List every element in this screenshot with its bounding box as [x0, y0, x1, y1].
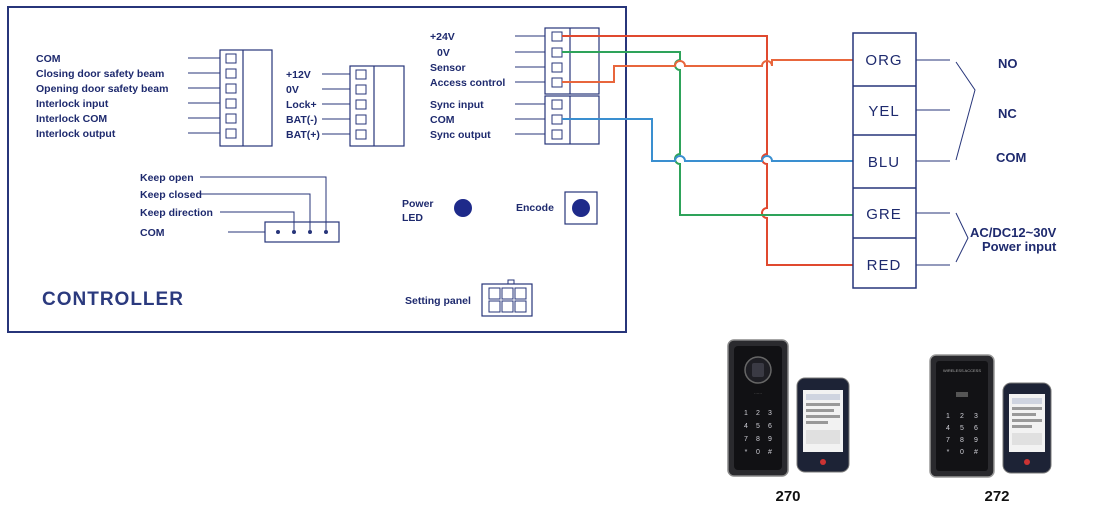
- svg-text:7: 7: [744, 436, 748, 443]
- product-272-receiver: [1002, 382, 1052, 474]
- mode-label: Keep direction: [140, 207, 213, 219]
- product-272-keypad: WIRELESS ACCESS 1 2 3 4 5 6 7 8 9 * 0 #: [929, 354, 995, 478]
- mode-switch-block: [200, 176, 340, 243]
- svg-text:······: ······: [754, 391, 762, 396]
- svg-text:0: 0: [756, 449, 760, 456]
- wire-code-red: RED: [867, 257, 902, 274]
- terminal-label: Lock+: [286, 99, 317, 111]
- svg-text:5: 5: [960, 425, 964, 432]
- terminal-label: COM: [36, 53, 61, 65]
- svg-text:2: 2: [960, 413, 964, 420]
- svg-text:3: 3: [974, 413, 978, 420]
- mode-label: COM: [140, 227, 165, 239]
- terminal-label: Sensor: [430, 62, 466, 74]
- svg-text:8: 8: [960, 437, 964, 444]
- svg-text:1: 1: [946, 413, 950, 420]
- middle-terminal-block: [322, 65, 405, 147]
- power-input-label: AC/DC12~30V: [970, 225, 1057, 240]
- svg-text:8: 8: [756, 436, 760, 443]
- power-led-label: LED: [402, 212, 423, 224]
- svg-text:7: 7: [946, 437, 950, 444]
- wire-orange: [562, 59, 853, 83]
- product-model-272: 272: [984, 488, 1009, 505]
- terminal-label: +12V: [286, 69, 311, 81]
- terminal-label: Interlock output: [36, 128, 116, 140]
- svg-text:4: 4: [744, 423, 748, 430]
- svg-text:6: 6: [974, 425, 978, 432]
- svg-text:9: 9: [974, 437, 978, 444]
- svg-text:2: 2: [756, 410, 760, 417]
- terminal-label: Interlock input: [36, 98, 109, 110]
- product-model-270: 270: [775, 488, 800, 505]
- terminal-label: Access control: [430, 77, 505, 89]
- power-led-label: Power: [402, 198, 434, 210]
- terminal-label: 0V: [286, 84, 299, 96]
- terminal-label: Sync input: [430, 99, 484, 111]
- controller-frame: [7, 6, 627, 333]
- terminal-label: BAT(+): [286, 129, 320, 141]
- wire-code-gre: GRE: [866, 206, 902, 223]
- product-270-receiver: [796, 377, 850, 473]
- svg-text:*: *: [947, 449, 950, 456]
- wire-code-blu: BLU: [868, 154, 900, 171]
- encode-button-dot: [572, 199, 590, 217]
- wire-green: [562, 51, 853, 216]
- svg-text:0: 0: [960, 449, 964, 456]
- svg-text:5: 5: [756, 423, 760, 430]
- svg-text:4: 4: [946, 425, 950, 432]
- setting-panel-connector: [481, 279, 533, 317]
- right-terminal-block-top: [515, 27, 600, 95]
- output-no-label: NO: [998, 56, 1018, 71]
- svg-text:#: #: [768, 449, 772, 456]
- wire-red: [562, 35, 853, 266]
- terminal-label: Closing door safety beam: [36, 68, 164, 80]
- terminal-label: COM: [430, 114, 455, 126]
- power-input-label: Power input: [982, 239, 1057, 254]
- terminal-label: +24V: [430, 31, 455, 43]
- setting-panel-label: Setting panel: [405, 295, 471, 307]
- left-terminal-block: [188, 49, 273, 147]
- output-com-label: COM: [996, 150, 1026, 165]
- svg-text:9: 9: [768, 436, 772, 443]
- power-led-indicator: [454, 199, 472, 217]
- terminal-label: Interlock COM: [36, 113, 107, 125]
- svg-text:6: 6: [768, 423, 772, 430]
- terminal-label: BAT(-): [286, 114, 317, 126]
- output-connectors: [916, 59, 976, 266]
- svg-text:*: *: [745, 449, 748, 456]
- svg-text:3: 3: [768, 410, 772, 417]
- product-270-keypad: ······ 1 2 3 4 5 6 7 8 9 * 0 #: [727, 339, 789, 477]
- wire-code-org: ORG: [865, 52, 902, 69]
- terminal-label: Opening door safety beam: [36, 83, 168, 95]
- svg-text:1: 1: [744, 410, 748, 417]
- svg-text:WIRELESS ACCESS: WIRELESS ACCESS: [943, 368, 981, 373]
- output-nc-label: NC: [998, 106, 1017, 121]
- mode-label: Keep open: [140, 172, 194, 184]
- wire-blue: [562, 118, 853, 162]
- controller-title: CONTROLLER: [42, 289, 184, 310]
- terminal-label: Sync output: [430, 129, 491, 141]
- svg-text:#: #: [974, 449, 978, 456]
- wire-code-yel: YEL: [868, 103, 899, 120]
- terminal-label: 0V: [437, 47, 450, 59]
- wire-code-block: [852, 32, 917, 289]
- mode-label: Keep closed: [140, 189, 202, 201]
- encode-label: Encode: [516, 202, 554, 214]
